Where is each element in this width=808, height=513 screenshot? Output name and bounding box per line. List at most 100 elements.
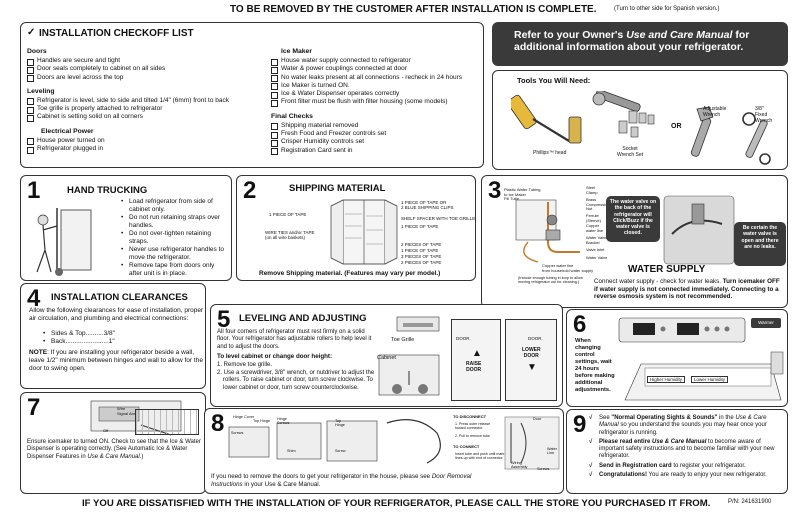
checklist-item[interactable]: Front filter must be flush with filter h… <box>271 98 481 108</box>
section-clearances: 4 INSTALLATION CLEARANCES Allow the foll… <box>20 283 206 389</box>
check-icon: √ <box>589 415 593 421</box>
section-number: 8 <box>211 410 225 437</box>
checkoff-title: INSTALLATION CHECKOFF LIST <box>39 28 194 39</box>
checklist-item[interactable]: Shipping material removed <box>271 122 481 131</box>
callout-label: Wiring Assembly <box>511 461 528 470</box>
leveling-intro: All four corners of refrigerator must re… <box>217 329 372 350</box>
checklist-item[interactable]: Cabinet is setting solid on all corners <box>27 113 267 123</box>
higher-humidity-label: Higher Humidity <box>647 376 686 383</box>
callout-label: TO CONNECT <box>453 444 480 449</box>
callout-label: 2 PIECES OF TAPE <box>401 242 442 247</box>
raise-label: RAISE DOOR <box>466 361 482 373</box>
check-mark-icon: ✓ <box>27 27 36 38</box>
section-number: 4 <box>27 285 41 312</box>
callout-label: Copper water line from household water s… <box>542 263 594 273</box>
list-item: Remove tape from doors only after unit i… <box>121 262 229 278</box>
hand-truck-illustration <box>36 208 92 276</box>
note-e: to become aware of important safety inst… <box>599 438 775 460</box>
note-a: See <box>599 415 612 421</box>
owners-line1c: for <box>732 29 750 41</box>
checklist-item[interactable]: Ice & Water Dispenser operates correctly <box>271 90 481 100</box>
ice-title: Ice Maker <box>281 48 312 55</box>
checklist-item[interactable]: Door seals completely to cabinet on all … <box>27 65 267 75</box>
section-final-notes: 9 √ See "Normal Operating Sights & Sound… <box>566 409 788 494</box>
checklist-item[interactable]: House power turned on <box>27 137 267 146</box>
callout-label: Water Valve Bracket <box>586 235 608 245</box>
section-door-removal: 8 Hinge Cover Top Hinge Screws Hinge Scr… <box>204 408 564 494</box>
callout-label: TO DISCONNECT <box>453 414 487 419</box>
top-banner: TO BE REMOVED BY THE CUSTOMER AFTER INST… <box>230 4 597 15</box>
checklist-item[interactable]: Toe grille is properly attached to refri… <box>27 105 267 115</box>
lower-humidity-label: Lower Humidity <box>691 376 729 383</box>
checklist-item[interactable]: Refrigerator plugged in <box>27 145 267 154</box>
note-b: "Normal Operating Sights & Sounds" <box>611 415 718 421</box>
toe-grille-illustration <box>378 316 440 396</box>
note-label: NOTE <box>29 349 48 356</box>
callout-label: 2. Pull to remove tube <box>455 434 490 438</box>
door-label: DOOR <box>528 336 542 341</box>
callout-label: Hinge Cover <box>233 415 255 419</box>
callout-label: Screw <box>335 449 346 453</box>
checklist-item[interactable]: No water leaks present at all connection… <box>271 74 481 83</box>
checklist-item[interactable]: Crisper Humidity controls set <box>271 138 481 148</box>
water-supply-text-a: Connect water supply - check for water l… <box>594 278 723 285</box>
tools-panel: Tools You Will Need: Phillips™ head Sock… <box>492 70 788 170</box>
section-number: 2 <box>243 177 257 204</box>
water-supply-text: Connect water supply - check for water l… <box>594 278 784 301</box>
owners-line2: additional information about your refrig… <box>514 41 744 53</box>
bottom-banner: IF YOU ARE DISSATISFIED WITH THE INSTALL… <box>82 498 711 509</box>
list-item: Never use refrigerator handles to move t… <box>121 246 229 262</box>
callout-label: Water Line <box>547 447 557 456</box>
callout-label: Brass Compression Nut <box>586 197 610 212</box>
down-arrow-icon: ▼ <box>527 362 537 373</box>
check-icon: √ <box>589 462 593 469</box>
final-note-item: √ Congratulations! You are ready to enjo… <box>589 472 787 479</box>
callout-label: 1 PIECE OF TAPE OR 2 BLUE SHIPPING CLIPS <box>401 200 454 211</box>
tools-title: Tools You Will Need: <box>517 76 591 85</box>
section-water-supply: 3 Plastic Water Tubing to Ice Maker Fill… <box>481 175 788 308</box>
section-number: 1 <box>27 177 41 204</box>
section-title: SHIPPING MATERIAL <box>289 183 386 194</box>
checklist-item[interactable]: Doors are level across the top <box>27 74 267 83</box>
hand-trucking-list: Load refrigerator from side of cabinet o… <box>121 198 229 278</box>
note-b: Please read entire <box>599 438 653 445</box>
callout-label: Door <box>533 417 542 421</box>
water-line-illustration <box>504 416 560 470</box>
checklist-item[interactable]: Refrigerator is level, side to side and … <box>27 97 267 106</box>
checklist-item[interactable]: Ice Maker is turned ON. <box>271 82 481 91</box>
callout-label: 1 PIECE OF TAPE <box>401 248 439 253</box>
toe-grille-label: Toe Grille <box>391 337 415 343</box>
checklist-item[interactable]: Fresh Food and Freezer controls set <box>271 130 481 139</box>
checklist-item[interactable]: Handles are secure and tight <box>27 57 267 66</box>
list-item: Sides & Top..........3/8" <box>43 330 115 338</box>
raise-door-panel: DOOR ▲ RAISE DOOR <box>451 319 501 401</box>
section-title: LEVELING AND ADJUSTING <box>239 313 367 324</box>
note-text: : If you are installing your refrigerato… <box>29 349 203 373</box>
phillips-label: Phillips™ head <box>533 150 567 156</box>
callout-label: Shim <box>287 449 296 453</box>
owners-line1b: Use and Care Manual <box>626 29 733 41</box>
clearances-note: NOTE: If you are installing your refrige… <box>29 349 205 373</box>
callout-label: Top Hinge <box>253 419 271 423</box>
icemaker-text-a: Ensure icemaker to turned ON. Check to s… <box>27 439 201 460</box>
or-label: OR <box>671 123 682 130</box>
checklist-item[interactable]: Registration Card sent in <box>271 147 481 156</box>
callout-label: 1. Press outer release toward connector <box>455 422 491 431</box>
part-number: P/N: 241631900 <box>728 499 772 505</box>
fixed-label: 3/8" Fixed Wrench <box>755 106 773 124</box>
callout-label: SHELF SPACER WITH TOE GRILLE <box>401 216 476 221</box>
section-number: 7 <box>27 394 41 421</box>
screwdriver-icon <box>511 94 570 142</box>
checklist-item[interactable]: Water & power couplings connected at doo… <box>271 65 481 75</box>
doors-title: Doors <box>27 48 47 55</box>
water-supply-title: WATER SUPPLY <box>628 264 706 275</box>
icemaker-grille <box>135 409 199 435</box>
refrigerator-open-illustration <box>330 199 398 265</box>
checkoff-panel: ✓ INSTALLATION CHECKOFF LIST Doors Handl… <box>20 22 484 168</box>
checklist-item[interactable]: House water supply connected to refriger… <box>271 57 481 66</box>
control-panel-illustration <box>618 317 746 343</box>
click-buzz-bubble: The water valve on the back of the refri… <box>606 196 660 242</box>
callout-label: Plastic Water Tubing to Ice Maker Fill T… <box>504 187 541 202</box>
list-item: Do not over-tighten retaining straps. <box>121 230 229 246</box>
icemaker-text-b: Use & Care Manual <box>87 453 140 460</box>
